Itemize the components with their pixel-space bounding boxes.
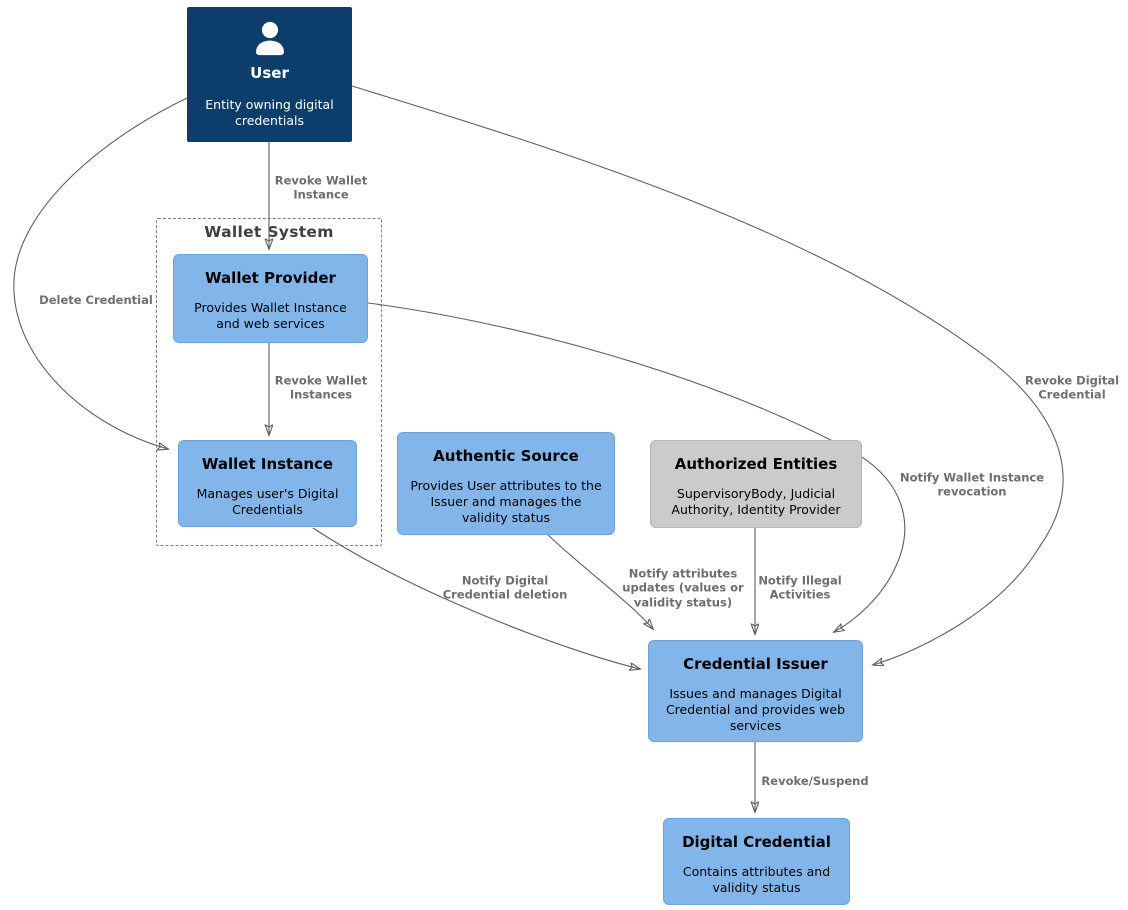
node-authentic-source-title: Authentic Source xyxy=(433,447,579,465)
node-authorized-entities-title: Authorized Entities xyxy=(674,455,838,473)
node-wallet-instance-body: Manages user's Digital Credentials xyxy=(196,486,339,518)
node-user-title: User xyxy=(250,64,289,82)
node-authentic-source: Authentic Source Provides User attribute… xyxy=(397,432,615,535)
node-wallet-provider: Wallet Provider Provides Wallet Instance… xyxy=(173,254,368,343)
node-credential-issuer-title: Credential Issuer xyxy=(683,655,828,673)
node-wallet-provider-body: Provides Wallet Instance and web service… xyxy=(194,300,347,332)
node-credential-issuer: Credential Issuer Issues and manages Dig… xyxy=(648,640,863,742)
node-wallet-instance-title: Wallet Instance xyxy=(201,455,334,473)
edge-authentic-source-to-credential-issuer xyxy=(546,533,653,629)
node-wallet-provider-title: Wallet Provider xyxy=(205,269,336,287)
node-digital-credential: Digital Credential Contains attributes a… xyxy=(663,818,850,905)
edge-user-to-credential-issuer xyxy=(351,85,1064,665)
node-digital-credential-body: Contains attributes and validity status xyxy=(682,864,831,896)
edge-user-to-wallet-instance xyxy=(13,97,188,449)
edge-wallet-instance-to-credential-issuer xyxy=(312,527,640,669)
edge-label-notify-illegal-activities: Notify Illegal Activities xyxy=(758,573,842,602)
edge-label-revoke-wallet-instance: Revoke Wallet Instance xyxy=(274,173,368,202)
node-authorized-entities: Authorized Entities SupervisoryBody, Jud… xyxy=(650,440,862,528)
edge-label-notify-wallet-instance-revocation: Notify Wallet Instance revocation xyxy=(899,470,1045,499)
edge-label-notify-digital-credential-deletion: Notify Digital Credential deletion xyxy=(442,573,568,602)
node-credential-issuer-body: Issues and manages Digital Credential an… xyxy=(665,686,846,734)
node-authorized-entities-body: SupervisoryBody, Judicial Authority, Ide… xyxy=(671,486,841,518)
node-authentic-source-body: Provides User attributes to the Issuer a… xyxy=(410,478,602,526)
edge-label-revoke-wallet-instances: Revoke Wallet Instances xyxy=(274,373,368,402)
user-icon xyxy=(255,21,284,56)
edge-label-notify-attributes-updates: Notify attributes updates (values or val… xyxy=(622,566,744,610)
node-digital-credential-title: Digital Credential xyxy=(682,833,831,851)
edge-label-delete-credential: Delete Credential xyxy=(39,292,153,307)
edge-label-revoke-digital-credential: Revoke Digital Credential xyxy=(1024,373,1120,402)
edge-label-revoke-suspend: Revoke/Suspend xyxy=(761,773,869,788)
node-wallet-instance: Wallet Instance Manages user's Digital C… xyxy=(178,440,357,527)
node-user-body: Entity owning digital credentials xyxy=(205,97,334,129)
node-user: User Entity owning digital credentials xyxy=(187,7,352,142)
